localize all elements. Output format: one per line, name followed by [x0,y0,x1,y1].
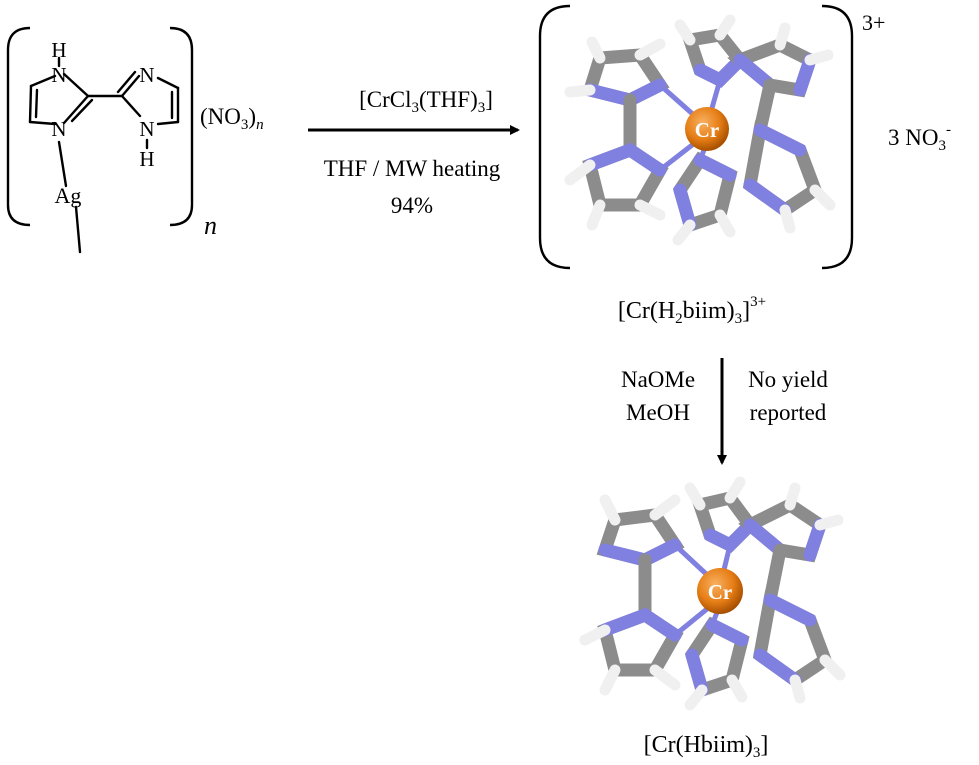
counterion-nitrate: 3 NO3- [888,122,951,154]
step2-reagent-line1: NaOMe [621,367,695,392]
polymer-bracket-right [169,26,194,227]
step2-reagent-line2: MeOH [626,400,690,425]
bond [70,98,94,123]
bond [156,76,180,90]
molecule-model-2: Cr [579,476,846,711]
step2-note-line1: No yield [748,367,828,392]
chromium-label: Cr [708,580,733,604]
polymer-bracket-left [6,26,31,227]
product1-complex: 3+ 3 NO3- [538,4,951,327]
atom-label: N [51,117,66,141]
bond [62,94,90,125]
bond [29,74,57,88]
step1-reagent: [CrCl3(THF)3] [359,87,493,116]
step2: NaOMe MeOH No yield reported [621,358,828,465]
bond [120,94,142,118]
molecule-model-1: Cr [564,14,836,246]
bond [28,84,33,124]
bond [156,120,180,126]
complex-bracket-left [538,4,571,270]
bond [34,88,39,119]
chromium-atom [685,107,729,151]
nitrate-counterion: (NO3)n [200,104,264,133]
complex-charge: 3+ [862,10,885,35]
complex-bracket-right [821,4,854,270]
ligand-model [564,36,670,231]
atom-label: N [139,63,154,87]
step1: [CrCl3(THF)3] THF / MW heating 94% [308,87,520,218]
step1-yield: 94% [391,193,433,218]
bond [57,140,68,188]
atom-label-silver: Ag [55,183,82,208]
atom-label: H [51,38,66,62]
step2-note-line2: reported [750,400,827,425]
bond [28,120,57,126]
polymer-subscript-n: n [204,211,217,240]
product1-label: [Cr(H2biim)3]3+ [618,294,766,327]
product2-label: [Cr(Hbiim)3] [644,732,769,761]
ligand-model [672,14,836,246]
atom-label: N [51,63,66,87]
bond [116,70,137,94]
bond [62,72,90,98]
atom-label: N [139,117,154,141]
ligand-model [684,476,846,711]
chromium-label: Cr [695,118,720,142]
ligand-model [579,494,685,696]
reactant-silver-biimidazole-polymer: H N N N N H Ag (NO3)n n [6,26,264,254]
atom-label: H [139,147,154,171]
step1-conditions: THF / MW heating [324,156,501,181]
bond [74,205,82,254]
product2-complex: Cr [Cr(Hbiim)3] [579,476,846,761]
bond [120,74,141,98]
chromium-atom [697,568,743,614]
